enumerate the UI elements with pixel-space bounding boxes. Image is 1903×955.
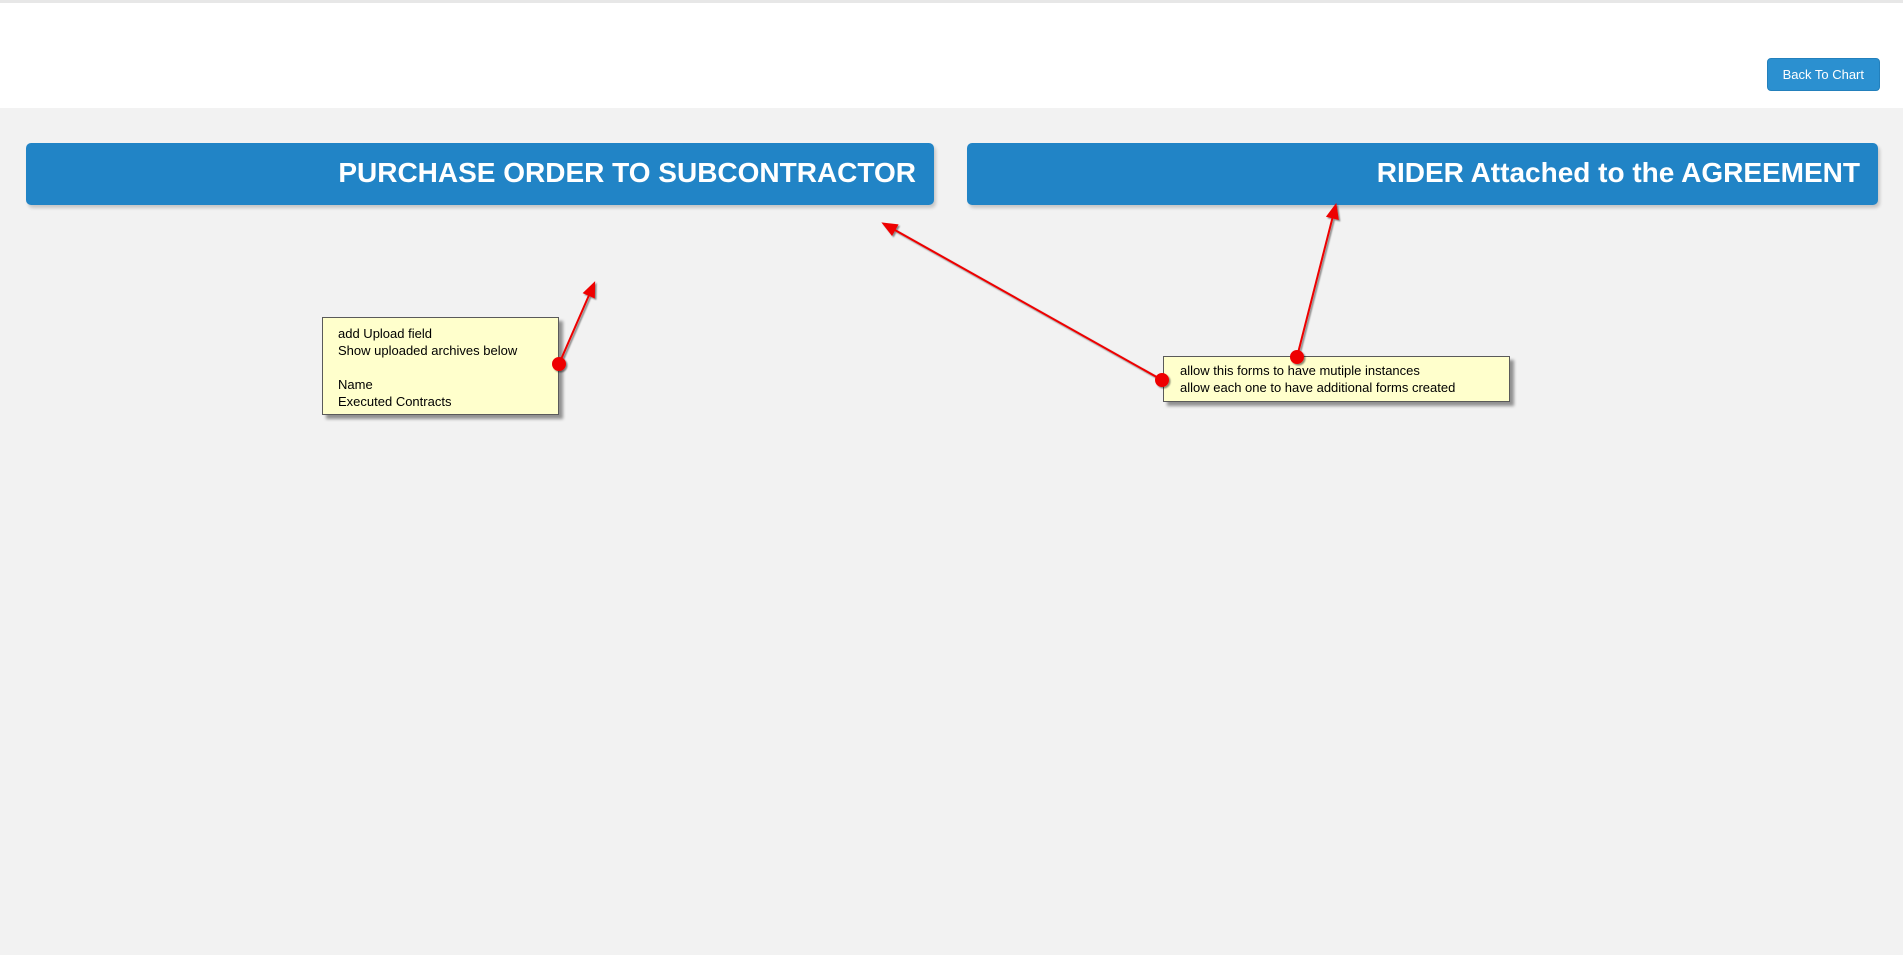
back-to-chart-button[interactable]: Back To Chart bbox=[1766, 58, 1880, 91]
annotation-note-multiple-instances[interactable]: allow this forms to have mutiple instanc… bbox=[1163, 356, 1510, 402]
top-navbar: Back To Chart bbox=[0, 0, 1903, 108]
header-purchase-order-to-subcontractor: PURCHASE ORDER TO SUBCONTRACTOR bbox=[26, 143, 934, 205]
arrow-upload-note bbox=[558, 281, 596, 365]
arrow-to-purchase-order-header bbox=[881, 222, 1163, 381]
annotation-note-upload-field[interactable]: add Upload field Show uploaded archives … bbox=[322, 317, 559, 415]
arrow-to-rider-header bbox=[1296, 202, 1339, 358]
header-rider-attached-to-agreement: RIDER Attached to the AGREEMENT bbox=[967, 143, 1878, 205]
